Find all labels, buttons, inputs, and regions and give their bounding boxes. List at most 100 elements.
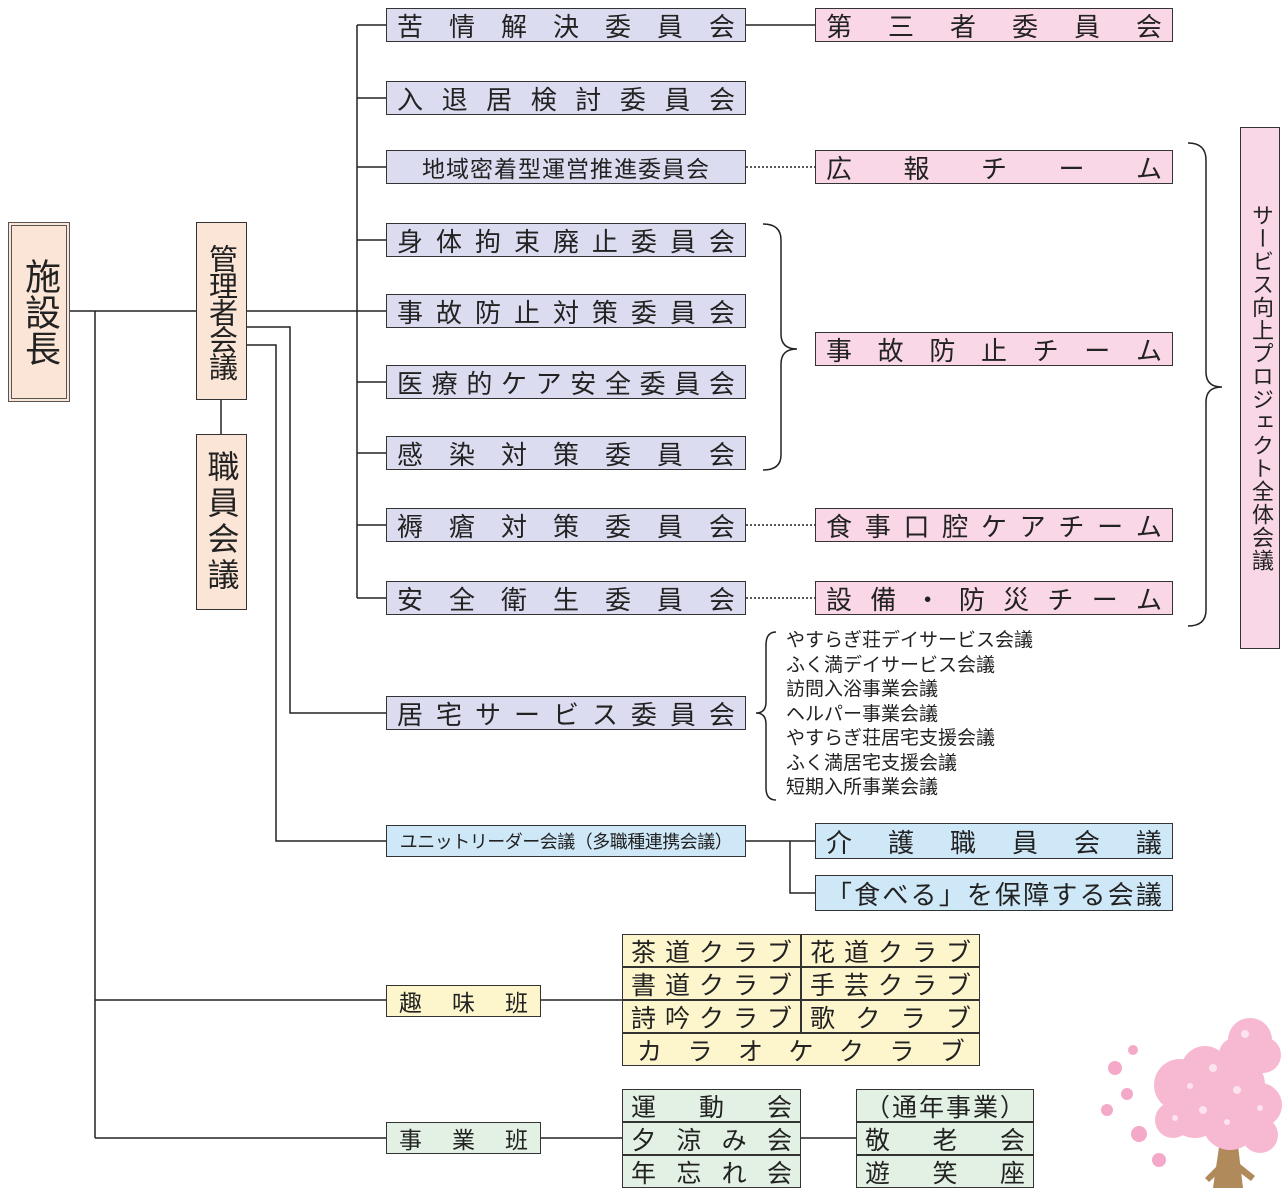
label-char: 業 [452, 1128, 475, 1154]
label-char: 会 [1107, 880, 1134, 911]
label-char: 策 [552, 512, 579, 542]
label-char: サ [474, 700, 501, 730]
label-char: 委 [630, 700, 657, 730]
label-char: ブ [939, 1036, 965, 1066]
label-char: 会 [766, 1158, 792, 1188]
event-evening-cool: 夕涼み会 [622, 1122, 801, 1155]
label-char: 的 [466, 369, 493, 399]
director-label: 施設長 [19, 258, 60, 366]
label-char: 止 [980, 336, 1007, 366]
label-char: 検 [530, 85, 557, 115]
third-party-committee: 第三者委員会 [815, 8, 1173, 42]
pr-team: 広報チーム [815, 150, 1173, 184]
label-char: ケ [500, 369, 527, 399]
label-char: 員 [656, 440, 683, 470]
label-char: 安 [397, 585, 424, 615]
list-item: 訪問入浴事業会議 [786, 678, 939, 700]
label-char: す [1051, 880, 1078, 911]
managers-meeting-label: 管理者会議 [204, 243, 239, 379]
club-poetry: 詩吟クラブ [622, 1000, 801, 1033]
label-char: 設 [826, 585, 853, 615]
label-char: ケ [788, 1036, 814, 1066]
label-char: 者 [949, 12, 976, 42]
label-char: 班 [505, 1128, 528, 1154]
label-char: 員 [664, 85, 691, 115]
label-char: 防 [474, 298, 501, 328]
label-char: ブ [945, 1003, 971, 1033]
label-char: 全 [448, 585, 475, 615]
label-char: 委 [604, 512, 631, 542]
committee-medical: 医療的ケア安全委員会 [386, 365, 746, 399]
label-char: 会 [999, 1125, 1025, 1155]
label-char: 道 [843, 937, 869, 967]
label-char: 事 [397, 298, 424, 328]
label-char: ラ [889, 1036, 915, 1066]
label-char: 防 [929, 336, 956, 366]
label-char: 委 [604, 12, 631, 42]
yearly-laugh-theater: 遊笑座 [856, 1155, 1034, 1188]
label-char: 会 [708, 85, 735, 115]
event-sports-day: 運動会 [622, 1089, 801, 1122]
hobby-group: 趣味班 [386, 985, 541, 1017]
label-char: ラ [732, 970, 758, 1000]
committee-community: 地域密着型運営推進委員会 [386, 150, 746, 184]
label-char: 」 [938, 880, 965, 911]
label-char: 事 [826, 336, 853, 366]
label-char: 委 [604, 440, 631, 470]
label-char: 会 [708, 585, 735, 615]
list-item: やすらぎ荘居宅支援会議 [786, 727, 996, 749]
label-char: （ [865, 1092, 891, 1122]
label-char: チ [980, 154, 1007, 184]
label-char: 議 [1135, 880, 1162, 911]
label-char: 介 [826, 828, 853, 859]
yearly-header: （通年事業） [856, 1089, 1034, 1122]
club-tea: 茶道クラブ [622, 934, 801, 967]
label-char: 拘 [474, 227, 501, 257]
label-char: 芸 [843, 970, 869, 1000]
label-char: 班 [505, 991, 528, 1017]
club-calligraphy: 書道クラブ [622, 967, 801, 1000]
list-item: 短期入所事業会議 [786, 776, 939, 798]
label-char: ラ [732, 937, 758, 967]
label-char: 歌 [810, 1003, 836, 1033]
label-char: ラ [732, 1003, 758, 1033]
label-char: 第 [826, 12, 853, 42]
label-char: 運 [631, 1092, 657, 1122]
oral-care-team: 食事口腔ケアチーム [815, 508, 1173, 542]
label-char: べ [882, 880, 909, 911]
label-char: 情 [448, 12, 475, 42]
label-char: 口 [903, 512, 930, 542]
eating-assurance-meeting: 「食べる」を保障する会議 [815, 875, 1173, 911]
label-char: ク [877, 937, 903, 967]
label-char: 全 [604, 369, 631, 399]
label-char: ブ [945, 937, 971, 967]
label-char: 員 [656, 512, 683, 542]
label-char: ク [877, 970, 903, 1000]
label-char: 故 [435, 298, 462, 328]
label-char: 保 [995, 880, 1022, 911]
list-item: やすらぎ荘デイサービス会議 [786, 629, 1034, 651]
committee-safety-health: 安全衛生委員会 [386, 581, 746, 615]
label-char: チ [1047, 585, 1074, 615]
label-char: み [721, 1125, 747, 1155]
label-char: チ [1032, 336, 1059, 366]
unit-leader-meeting: ユニットリーダー会議（多職種連携会議） [386, 825, 746, 857]
label-char: 手 [810, 970, 836, 1000]
label-char: ケ [980, 512, 1007, 542]
label-char: 会 [708, 227, 735, 257]
label-char: 夕 [631, 1125, 657, 1155]
label-char: 腔 [942, 512, 969, 542]
label-char: 職 [949, 828, 976, 859]
label-char: ク [698, 1003, 724, 1033]
label-char: 染 [448, 440, 475, 470]
event-year-end: 年忘れ会 [622, 1155, 801, 1188]
list-item: ふく満デイサービス会議 [786, 653, 996, 676]
label-char: ク [698, 970, 724, 1000]
label-char: 員 [674, 369, 701, 399]
label-char: 会 [708, 369, 735, 399]
label-char: 止 [591, 227, 618, 257]
service-project-label: サービス向上プロジェクト全体会議 [1248, 204, 1273, 572]
label-char: チ [1058, 512, 1085, 542]
label-char: 障 [1023, 880, 1050, 911]
label-char: ア [535, 369, 562, 399]
